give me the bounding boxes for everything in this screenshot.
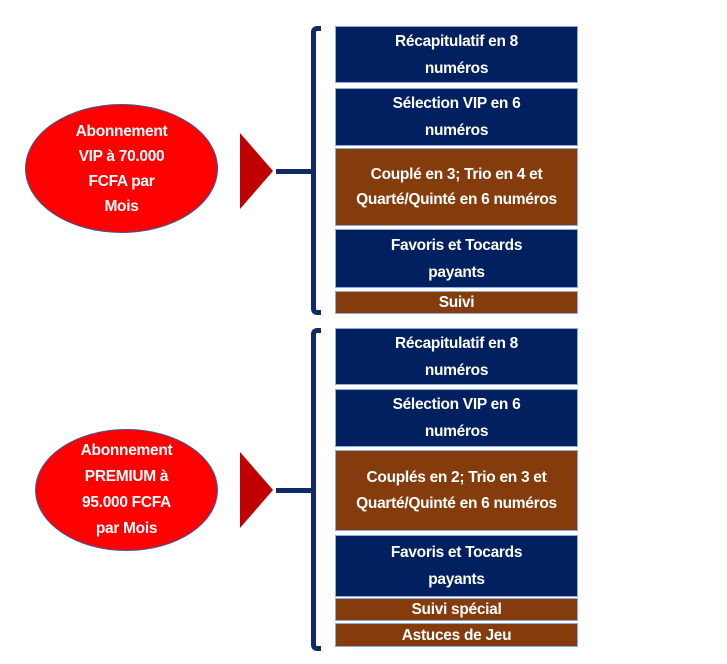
feature-text: Couplé en 3; Trio en 4 et Quarté/Quinté … bbox=[356, 166, 557, 208]
premium-title-line: Abonnement bbox=[80, 442, 173, 459]
feature-box: Suivi bbox=[335, 291, 578, 314]
feature-text: Récapitulatif en 8 numéros bbox=[395, 32, 518, 77]
vip-title-line: VIP à 70.000 bbox=[78, 147, 165, 165]
feature-box: Couplé en 3; Trio en 4 et Quarté/Quinté … bbox=[335, 148, 578, 226]
connector-line bbox=[276, 488, 316, 493]
vip-subscription-ellipse: Abonnement VIP à 70.000 FCFA par Mois bbox=[25, 104, 218, 233]
left-bracket bbox=[311, 328, 321, 651]
premium-title-line: par Mois bbox=[95, 520, 158, 537]
feature-text: Favoris et Tocards payants bbox=[390, 544, 523, 588]
feature-text: Favoris et Tocards payants bbox=[390, 236, 523, 281]
feature-text: Suivi spécial bbox=[411, 601, 502, 618]
arrow-right-icon bbox=[240, 452, 273, 528]
left-bracket bbox=[311, 26, 321, 315]
premium-subscription-ellipse: Abonnement PREMIUM à 95.000 FCFA par Moi… bbox=[35, 429, 218, 551]
vip-title-line: FCFA par bbox=[88, 172, 155, 190]
feature-box: Récapitulatif en 8 numéros bbox=[335, 328, 578, 385]
premium-title-line: 95.000 FCFA bbox=[82, 494, 171, 511]
feature-text: Récapitulatif en 8 numéros bbox=[395, 334, 518, 379]
connector-line bbox=[276, 169, 316, 174]
feature-text: Suivi bbox=[438, 294, 475, 311]
premium-title-line: PREMIUM à bbox=[84, 468, 169, 485]
arrow-right-icon bbox=[240, 133, 273, 209]
vip-title-line: Mois bbox=[104, 197, 139, 215]
feature-text: Sélection VIP en 6 numéros bbox=[392, 396, 521, 440]
feature-box: Favoris et Tocards payants bbox=[335, 535, 578, 597]
feature-box: Suivi spécial bbox=[335, 598, 578, 621]
feature-box: Astuces de Jeu bbox=[335, 623, 578, 647]
feature-box: Favoris et Tocards payants bbox=[335, 229, 578, 288]
feature-text: Sélection VIP en 6 numéros bbox=[392, 95, 521, 139]
feature-box: Sélection VIP en 6 numéros bbox=[335, 88, 578, 146]
feature-text: Astuces de Jeu bbox=[401, 626, 512, 644]
feature-box: Sélection VIP en 6 numéros bbox=[335, 389, 578, 447]
feature-box: Couplés en 2; Trio en 3 et Quarté/Quinté… bbox=[335, 450, 578, 531]
vip-title-line: Abonnement bbox=[75, 122, 168, 140]
feature-box: Récapitulatif en 8 numéros bbox=[335, 26, 578, 83]
feature-text: Couplés en 2; Trio en 3 et Quarté/Quinté… bbox=[356, 468, 557, 512]
